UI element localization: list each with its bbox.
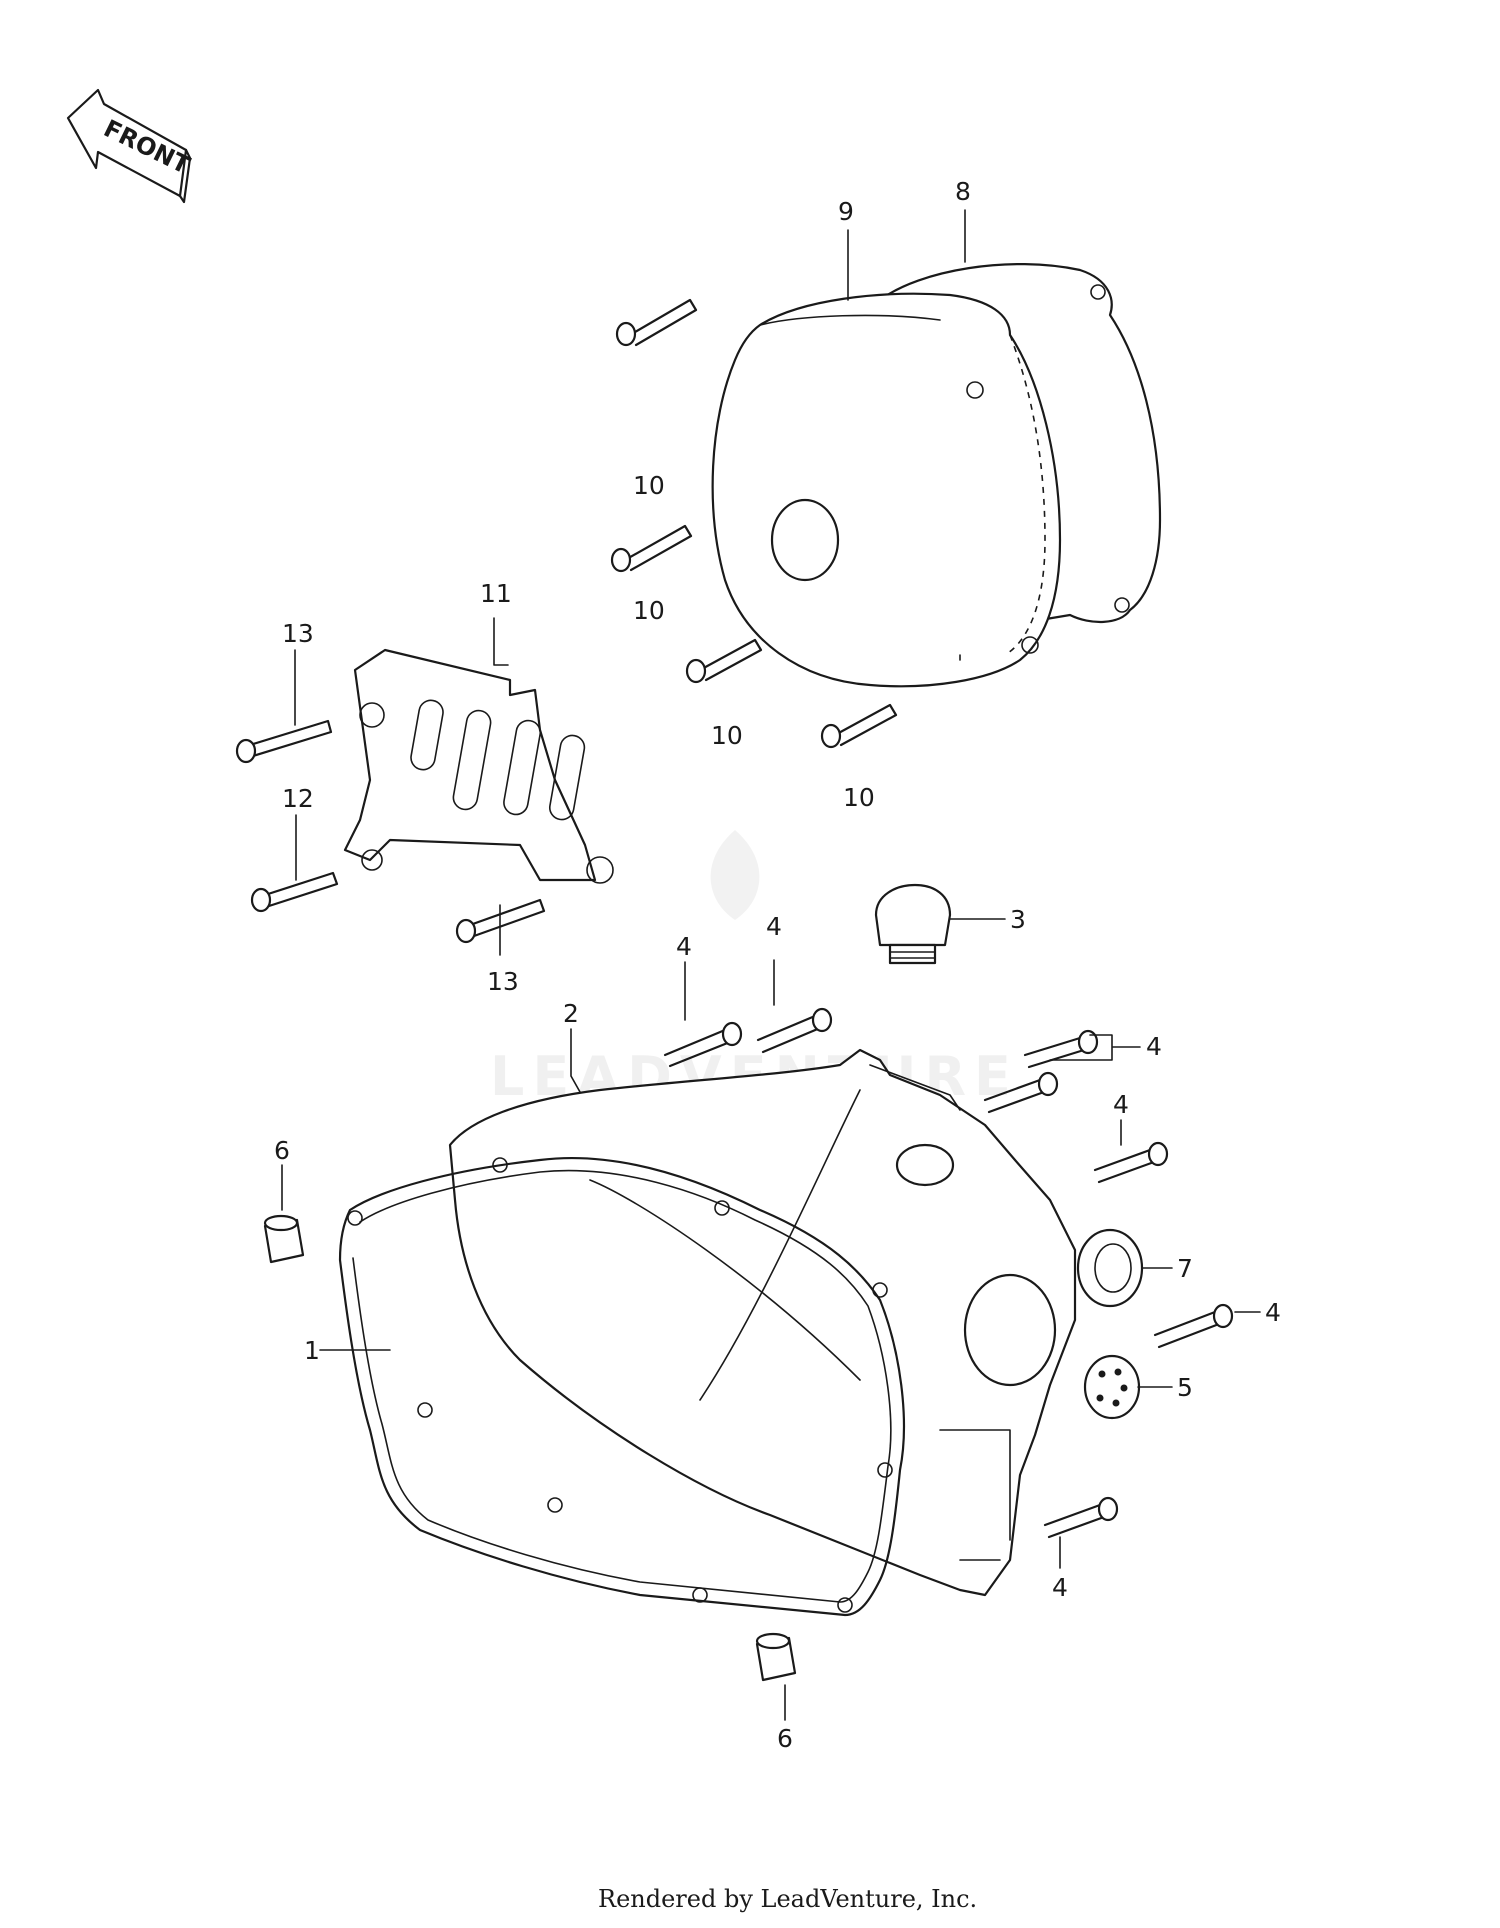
bolt-icon (983, 1071, 1059, 1114)
bolt-icon (235, 719, 333, 764)
bolt-icon (250, 871, 339, 913)
callout-4: 4 (766, 912, 782, 941)
callout-6: 6 (274, 1136, 290, 1165)
callout-10: 10 (633, 471, 665, 500)
bolt-icon (1153, 1303, 1234, 1349)
callout-10: 10 (711, 721, 743, 750)
callout-5: 5 (1177, 1373, 1193, 1402)
callout-4: 4 (1146, 1032, 1162, 1061)
callout-4: 4 (1265, 1298, 1281, 1327)
bolt-icon (1043, 1496, 1119, 1539)
part-10-bolts (610, 298, 898, 749)
part-8-gasket (878, 263, 1162, 624)
bolt-icon (455, 898, 546, 944)
part-11-guard (343, 648, 614, 884)
callout-7: 7 (1177, 1254, 1193, 1283)
bolt-icon (820, 703, 898, 749)
bolt-icon (615, 298, 698, 347)
callout-4: 4 (676, 932, 692, 961)
part-3-cap (874, 883, 952, 965)
callout-13: 13 (282, 619, 314, 648)
bolt-icon (756, 1007, 833, 1054)
part-12-bolt (250, 871, 339, 913)
part-7-oil-seal (1076, 1228, 1144, 1308)
part-13-bolts (235, 719, 546, 944)
part-4-bolts (663, 1007, 1234, 1539)
callout-6: 6 (777, 1724, 793, 1753)
part-1-gasket (338, 1156, 906, 1617)
dowel-pin-icon (755, 1632, 797, 1682)
leader-lines (281, 209, 1261, 1721)
part-9-cover (711, 292, 1062, 688)
callout-8: 8 (955, 177, 971, 206)
bolt-icon (685, 638, 763, 684)
callout-11: 11 (480, 579, 512, 608)
callout-9: 9 (838, 197, 854, 226)
part-2-clutch-cover (448, 1048, 1077, 1597)
part-5-cap (1083, 1354, 1141, 1420)
callout-1: 1 (304, 1336, 320, 1365)
callout-4: 4 (1052, 1573, 1068, 1602)
bolt-icon (1093, 1141, 1169, 1184)
bolt-icon (1023, 1029, 1099, 1069)
front-arrow-icon: FRONT (66, 88, 195, 204)
footer-credit: Rendered by LeadVenture, Inc. (598, 1885, 977, 1913)
callout-labels: 8 9 10 10 10 10 11 13 12 13 3 4 4 2 4 4 … (274, 177, 1281, 1753)
callout-4: 4 (1113, 1090, 1129, 1119)
callout-13: 13 (487, 967, 519, 996)
bolt-icon (663, 1021, 743, 1068)
bolt-icon (610, 524, 693, 573)
part-6-dowels (263, 1214, 797, 1682)
dowel-pin-icon (263, 1214, 305, 1264)
callout-10: 10 (843, 783, 875, 812)
callout-2: 2 (563, 999, 579, 1028)
callout-3: 3 (1010, 905, 1026, 934)
callout-10: 10 (633, 596, 665, 625)
callout-12: 12 (282, 784, 314, 813)
